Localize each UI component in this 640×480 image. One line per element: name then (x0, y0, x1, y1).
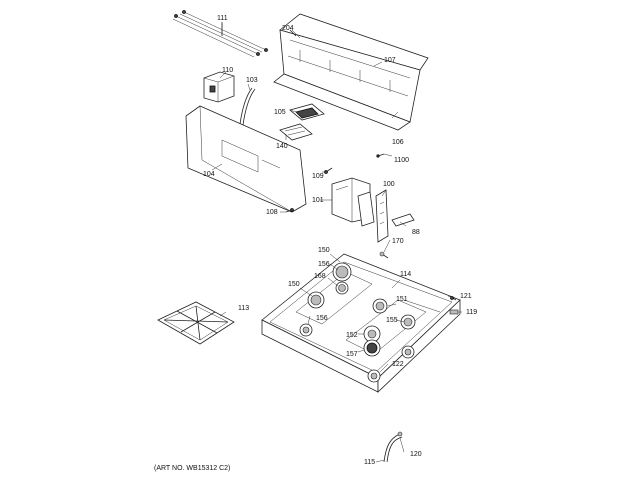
label-151: 151 (396, 296, 408, 303)
bracket-part (331, 177, 375, 227)
label-101: 101 (312, 197, 324, 204)
label-115: 115 (364, 459, 375, 466)
label-122: 122 (392, 361, 404, 368)
label-107: 107 (384, 57, 396, 64)
label-140: 140 (276, 143, 288, 150)
label-111: 111 (217, 15, 228, 22)
label-152: 152 (346, 332, 358, 339)
label-106: 106 (392, 139, 404, 146)
label-100: 100 (383, 181, 395, 188)
label-120: 120 (410, 451, 422, 458)
label-1100: 1100 (394, 157, 409, 164)
label-204: 204 (282, 25, 294, 32)
label-156-left: 156 (316, 315, 328, 322)
control-block-part (203, 71, 235, 103)
label-114: 114 (400, 271, 411, 278)
label-157: 157 (346, 351, 358, 358)
label-170: 170 (392, 238, 404, 245)
electronic-module-part (279, 103, 325, 141)
burner-grate-part (157, 301, 235, 345)
label-88: 88 (412, 229, 420, 236)
leader-lines (211, 24, 462, 463)
valve-assembly-part (375, 189, 415, 259)
part-labels: 111 204 107 110 103 105 140 106 1100 104… (203, 15, 477, 466)
label-104: 104 (203, 171, 215, 178)
label-119: 119 (466, 309, 477, 316)
backguard-panel-part (273, 13, 429, 131)
label-168: 168 (314, 273, 326, 280)
ignitor-rod-part (239, 87, 256, 126)
cooktop-part (261, 253, 461, 393)
burner-heads-part (299, 262, 416, 383)
label-156-top: 156 (318, 261, 330, 268)
wire-harness-part (172, 10, 268, 58)
control-panel-part (185, 105, 307, 213)
label-150-top: 150 (318, 247, 330, 254)
label-103: 103 (246, 77, 258, 84)
label-105: 105 (274, 109, 286, 116)
label-155: 155 (386, 317, 398, 324)
gas-tube-part (383, 431, 403, 463)
label-108: 108 (266, 209, 278, 216)
art-number-caption: (ART NO. WB15312 C2) (154, 465, 230, 472)
label-110: 110 (222, 67, 233, 74)
label-109: 109 (312, 173, 324, 180)
label-113: 113 (238, 305, 249, 312)
label-121: 121 (460, 293, 472, 300)
label-150-left: 150 (288, 281, 300, 288)
